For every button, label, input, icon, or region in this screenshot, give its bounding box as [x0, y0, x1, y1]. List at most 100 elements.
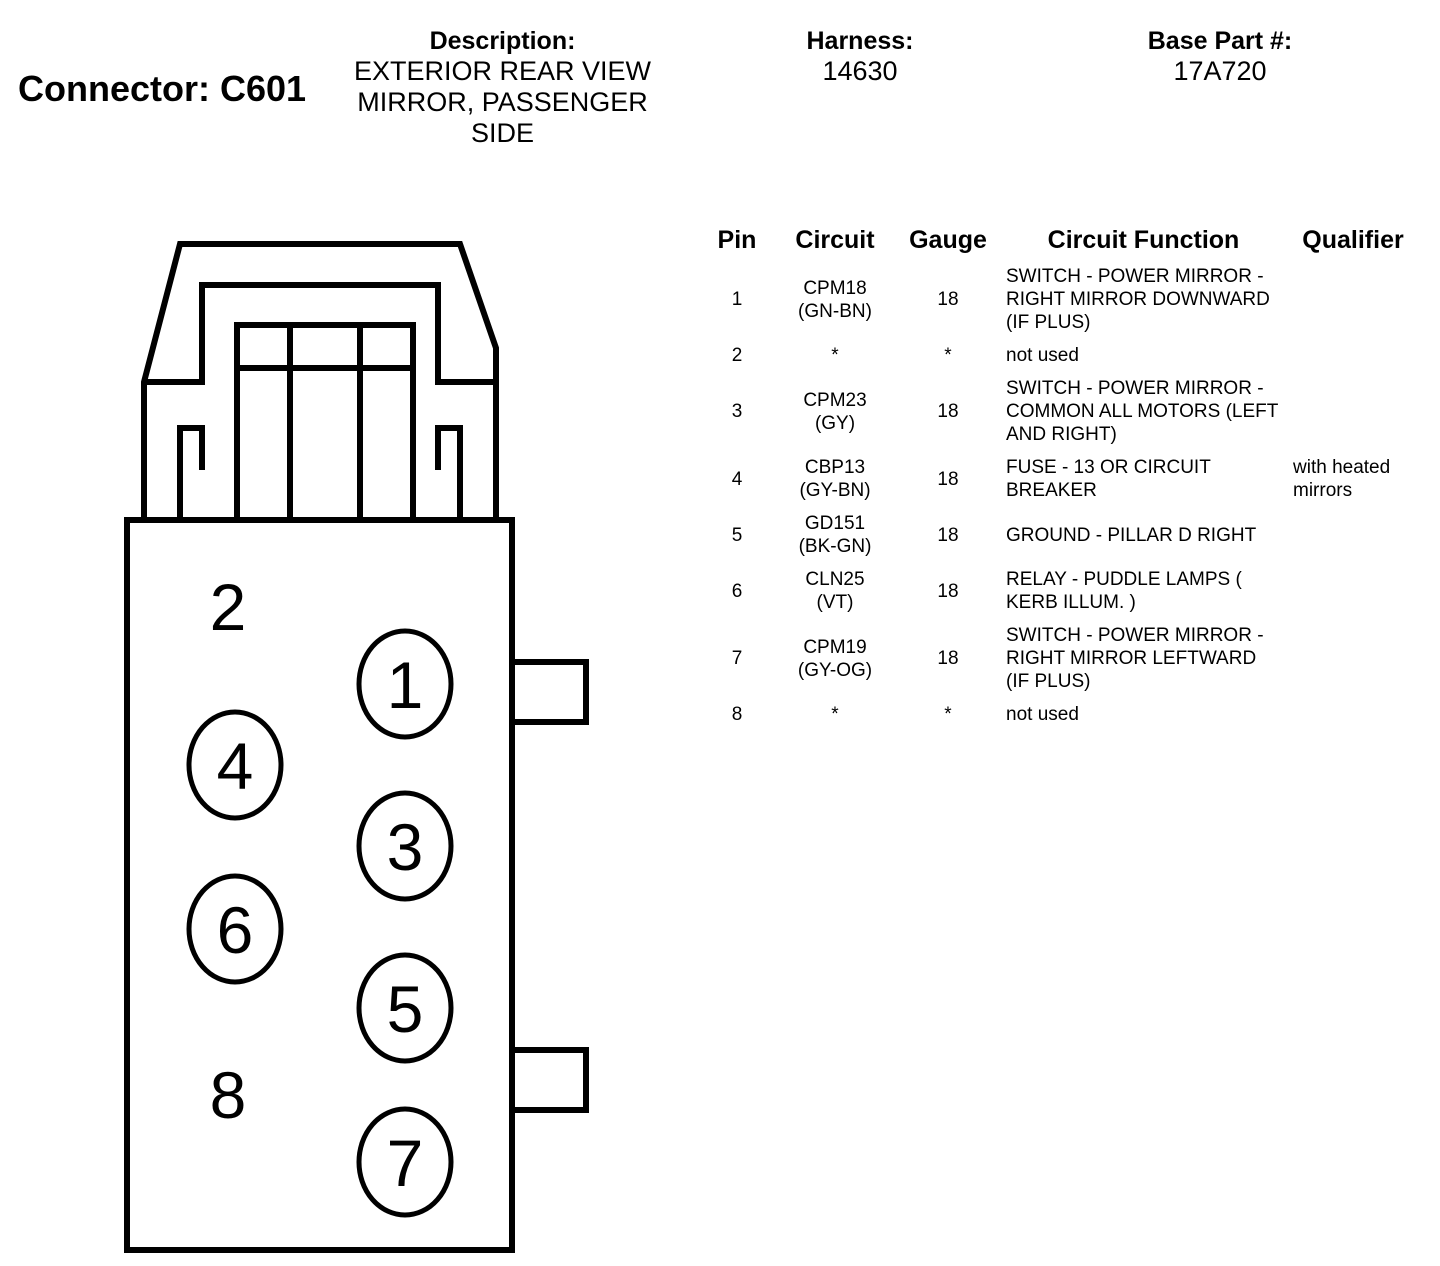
gauge-header: Gauge: [909, 226, 987, 254]
qualifier-cell: [1287, 699, 1419, 732]
qualifier-cell: [1287, 340, 1419, 373]
latch-key-frame: [234, 322, 416, 520]
description-label: Description:: [429, 27, 576, 55]
wire-color: (GY-BN): [799, 480, 871, 501]
side-tab-lower: [512, 1047, 589, 1113]
pin-number: 7: [731, 648, 743, 669]
qualifier-cell: with heated mirrors: [1293, 457, 1391, 501]
table-row: 2 * * not used: [700, 340, 1419, 373]
pin-number: 4: [731, 468, 743, 490]
circuit-header: Circuit: [795, 226, 875, 254]
pin-header: Pin: [717, 226, 757, 254]
base-part-block: Base Part #: 17A720: [1090, 26, 1350, 87]
pin-4-cavity: [186, 709, 284, 821]
pin-label-4: 4: [217, 729, 254, 803]
pin-3-cavity: [356, 790, 454, 902]
pin-number: 3: [731, 401, 743, 422]
circuit-function-cell: not used: [1006, 345, 1079, 366]
pin-number: 5: [731, 524, 743, 546]
circuit-code: *: [831, 704, 839, 725]
pin-table: Pin Circuit Gauge Circuit Function Quali…: [700, 222, 1419, 732]
circuit-cell: CPM18(GN-BN): [774, 261, 896, 340]
pin-label-3: 3: [387, 810, 424, 884]
pin-label-8: 8: [210, 1058, 247, 1132]
qualifier-cell: [1287, 261, 1419, 340]
gauge-cell: 18: [937, 524, 959, 546]
gauge-cell: 18: [937, 468, 959, 490]
pin-7-cavity: [356, 1106, 454, 1218]
pin-number: 8: [731, 704, 743, 725]
circuit-function-header: Circuit Function: [1047, 226, 1240, 254]
table-row: 3 CPM23(GY) 18 SWITCH - POWER MIRROR - C…: [700, 373, 1419, 452]
circuit-code: *: [831, 345, 839, 366]
circuit-cell: CLN25(VT): [774, 564, 896, 620]
pin-6-cavity: [186, 873, 284, 985]
harness-block: Harness: 14630: [760, 26, 960, 87]
pin-5-cavity: [356, 952, 454, 1064]
qualifier-cell: [1287, 564, 1419, 620]
circuit-code: CPM19: [803, 636, 867, 658]
description-value: EXTERIOR REAR VIEW MIRROR, PASSENGER SID…: [353, 56, 652, 148]
connector-title: Connector: C601: [18, 68, 307, 109]
gauge-cell: 18: [937, 289, 959, 310]
qualifier-cell: [1287, 508, 1419, 564]
gauge-cell: 18: [937, 648, 959, 669]
table-row: 8 * * not used: [700, 699, 1419, 732]
circuit-cell: GD151(BK-GN): [774, 508, 896, 564]
pin-1-cavity: [356, 628, 454, 740]
circuit-cell: CPM23(GY): [774, 373, 896, 452]
circuit-function-cell: FUSE - 13 OR CIRCUIT BREAKER: [1006, 457, 1211, 501]
qualifier-header: Qualifier: [1302, 226, 1404, 254]
pin-number: 6: [731, 580, 743, 602]
qualifier-cell: [1287, 373, 1419, 452]
pin-table-header-row: Pin Circuit Gauge Circuit Function Quali…: [700, 222, 1419, 261]
circuit-cell: CBP13(GY-BN): [774, 452, 896, 508]
circuit-cell: *: [774, 699, 896, 732]
circuit-function-cell: RELAY - PUDDLE LAMPS ( KERB ILLUM. ): [1006, 569, 1242, 613]
circuit-code: CPM18: [803, 277, 867, 299]
circuit-function-cell: SWITCH - POWER MIRROR - RIGHT MIRROR DOW…: [1006, 266, 1270, 333]
connector-face-diagram: 1 2 3 4 5 6 7 8: [124, 241, 589, 1253]
wire-color: (GY): [814, 412, 856, 434]
gauge-cell: 18: [937, 580, 959, 602]
circuit-code: CPM23: [803, 389, 867, 411]
pin-table-body: 1 CPM18(GN-BN) 18 SWITCH - POWER MIRROR …: [700, 261, 1419, 732]
pin-label-1: 1: [387, 648, 424, 722]
gauge-cell: *: [944, 345, 952, 366]
side-tab-upper: [512, 659, 589, 725]
pin-label-5: 5: [387, 972, 424, 1046]
pin-label-2: 2: [210, 570, 247, 644]
harness-value: 14630: [822, 56, 898, 86]
latch-clip-left: [177, 425, 205, 520]
gauge-cell: *: [944, 704, 952, 725]
table-row: 5 GD151(BK-GN) 18 GROUND - PILLAR D RIGH…: [700, 508, 1419, 564]
connector-latch-outer: [141, 241, 499, 520]
table-row: 1 CPM18(GN-BN) 18 SWITCH - POWER MIRROR …: [700, 261, 1419, 340]
harness-label: Harness:: [806, 27, 914, 55]
connector-latch-inner: [144, 282, 496, 385]
wire-color: (BK-GN): [798, 536, 872, 557]
table-row: 6 CLN25(VT) 18 RELAY - PUDDLE LAMPS ( KE…: [700, 564, 1419, 620]
circuit-function-cell: GROUND - PILLAR D RIGHT: [1006, 524, 1257, 546]
base-part-value: 17A720: [1173, 56, 1267, 86]
circuit-code: GD151: [804, 513, 866, 534]
wire-color: (GY-OG): [797, 659, 873, 681]
wire-color: (GN-BN): [798, 300, 872, 322]
description-block: Description: EXTERIOR REAR VIEW MIRROR, …: [335, 26, 670, 149]
circuit-code: CBP13: [804, 457, 866, 478]
circuit-code: CLN25: [805, 569, 865, 590]
connector-body: [124, 517, 515, 1253]
pin-label-6: 6: [217, 893, 254, 967]
circuit-function-cell: not used: [1006, 704, 1079, 725]
circuit-function-cell: SWITCH - POWER MIRROR - RIGHT MIRROR LEF…: [1006, 625, 1264, 692]
circuit-cell: *: [774, 340, 896, 373]
latch-clip-right: [435, 425, 463, 520]
table-row: 4 CBP13(GY-BN) 18 FUSE - 13 OR CIRCUIT B…: [700, 452, 1419, 508]
pin-label-7: 7: [387, 1126, 424, 1200]
circuit-cell: CPM19(GY-OG): [774, 620, 896, 699]
qualifier-cell: [1287, 620, 1419, 699]
circuit-function-cell: SWITCH - POWER MIRROR - COMMON ALL MOTOR…: [1006, 378, 1279, 445]
pin-number: 2: [731, 345, 743, 366]
gauge-cell: 18: [937, 401, 959, 422]
pin-number: 1: [731, 289, 743, 310]
